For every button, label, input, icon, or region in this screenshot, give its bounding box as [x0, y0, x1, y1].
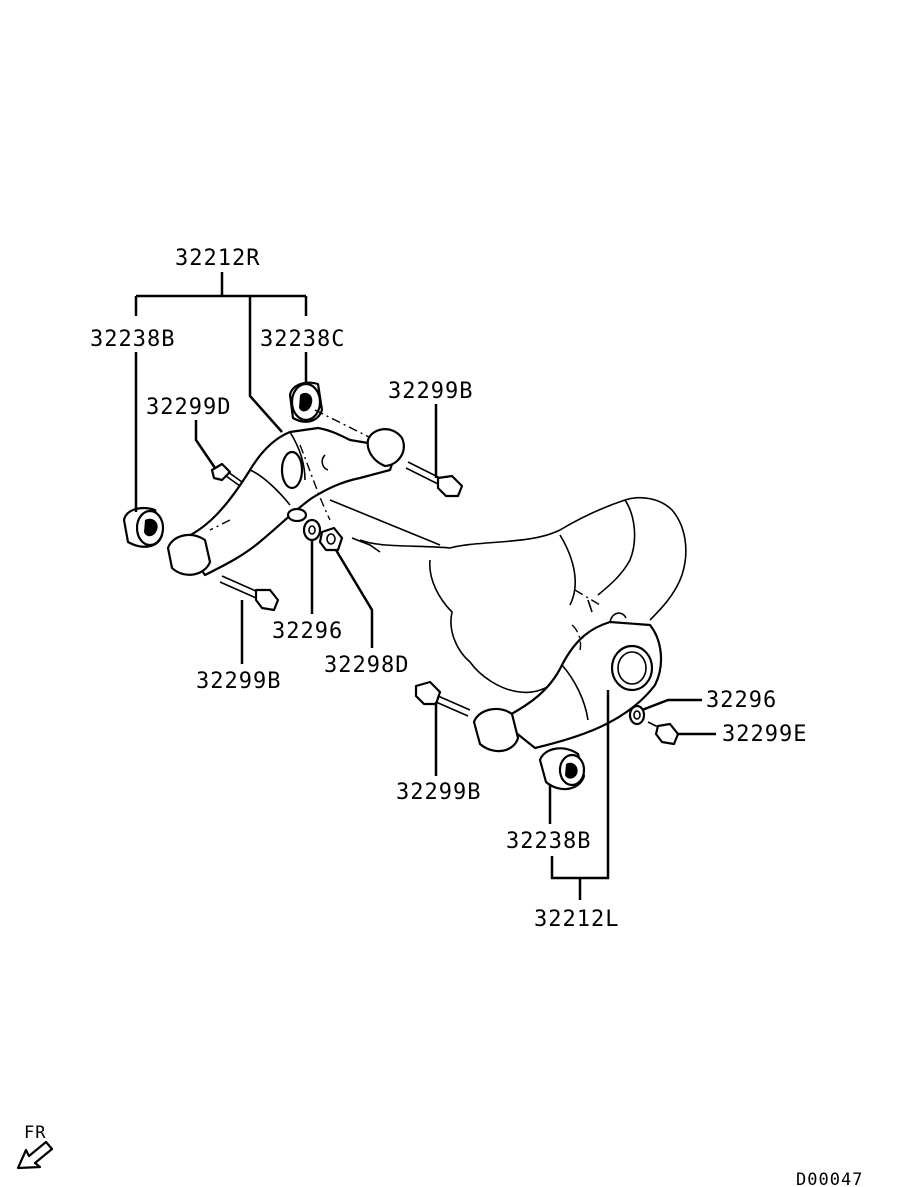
label-32299b-left: 32299B: [196, 669, 281, 694]
washer-bolt-left: [628, 704, 680, 746]
arrow-down-left-icon: [16, 1140, 54, 1170]
label-32212r: 32212R: [175, 246, 260, 271]
label-32299d: 32299D: [146, 395, 231, 420]
bolt-32299b-left: [219, 575, 280, 612]
direction-indicator: FR: [16, 1123, 54, 1170]
label-32298d: 32298D: [324, 653, 409, 678]
diagram-code: D00047: [796, 1170, 863, 1187]
label-32296-left: 32296: [706, 688, 777, 713]
bolt-32299b-top: [405, 461, 464, 498]
label-32299e: 32299E: [722, 722, 807, 747]
trailing-arm-left: [498, 612, 663, 750]
label-32212l: 32212L: [534, 907, 619, 932]
washer-nut-right: [302, 518, 344, 552]
bushing-32238c: [288, 381, 405, 468]
leader-lines: [134, 272, 716, 900]
differential-outline: [351, 496, 687, 694]
bushing-32238b-left: [472, 707, 586, 791]
label-32296-right: 32296: [272, 619, 343, 644]
bolt-32299b-lower: [414, 680, 471, 717]
bushing-32238b-right: [122, 506, 212, 576]
label-32238b-left: 32238B: [506, 829, 591, 854]
label-32238b-right: 32238B: [90, 327, 175, 352]
label-32299b-top: 32299B: [388, 379, 473, 404]
direction-label: FR: [24, 1123, 46, 1143]
label-32299b-lower: 32299B: [396, 780, 481, 805]
label-32238c: 32238C: [260, 327, 345, 352]
bolt-32299d: [210, 462, 243, 487]
